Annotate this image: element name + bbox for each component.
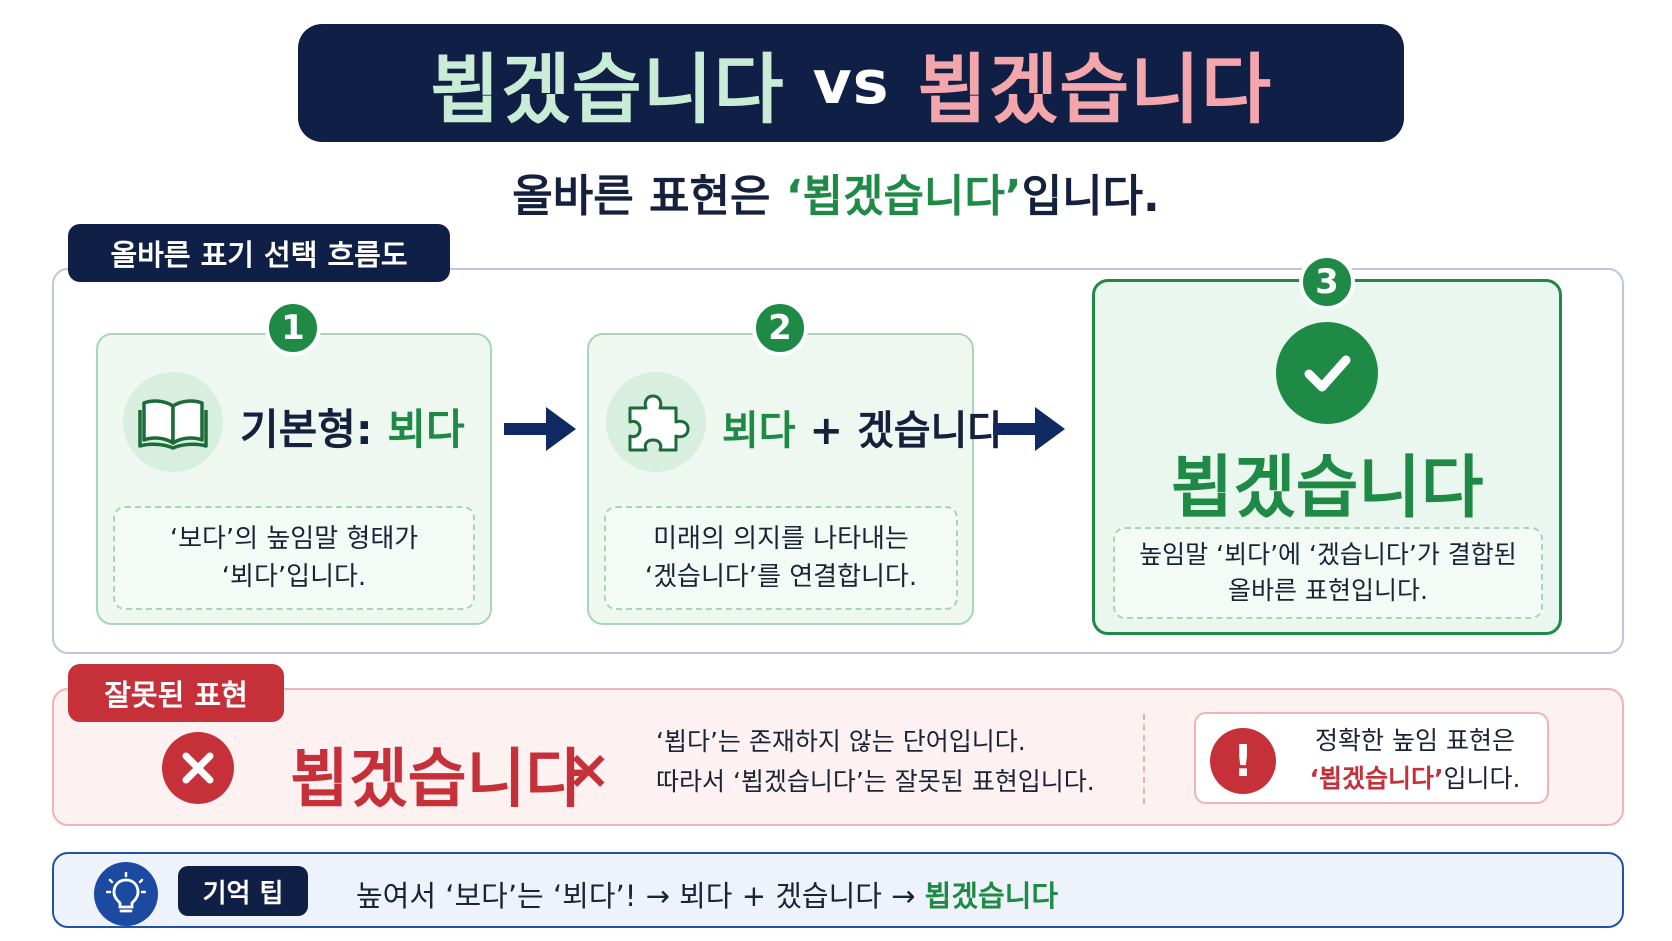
exclamation-icon: ! <box>1210 728 1276 794</box>
step-3-desc-line-1: 높임말 ‘뵈다’에 ‘겠습니다’가 결합된 <box>1139 540 1517 569</box>
step-number-3: 3 <box>1299 254 1355 310</box>
check-circle-icon <box>1276 322 1378 424</box>
subtitle-prefix: 올바른 표현은 <box>512 171 786 222</box>
title-left-word: 뵙겠습니다 <box>429 45 785 134</box>
wrong-description: ‘뵙다’는 존재하지 않는 단어입니다. 따라서 ‘뵙겠습니다’는 잘못된 표현… <box>656 722 1095 802</box>
divider <box>1143 714 1145 804</box>
step-3-desc-line-2: 올바른 표현입니다. <box>1228 576 1428 605</box>
wrong-section-label: 잘못된 표현 <box>68 664 284 722</box>
step-2-heading-highlight: 뵈다 <box>722 408 796 454</box>
subtitle-highlight: ‘뵙겠습니다’ <box>785 171 1022 222</box>
wrong-desc-line-2: 따라서 ‘뵙겠습니다’는 잘못된 표현입니다. <box>656 767 1095 796</box>
arrow-right-icon <box>504 407 576 451</box>
puzzle-icon <box>606 372 706 472</box>
correct-hint-suffix: 입니다. <box>1443 764 1521 793</box>
tip-text-highlight: 뵙겠습니다 <box>924 879 1059 913</box>
step-2-heading-suffix: + 겠습니다 <box>795 408 1005 454</box>
step-2-desc-line-2: ‘겠습니다’를 연결합니다. <box>644 562 918 592</box>
result-word: 뵙겠습니다 <box>1170 449 1484 528</box>
step-number-1: 1 <box>265 300 321 356</box>
title-vs: vs <box>812 48 890 118</box>
tip-label: 기억 팁 <box>178 866 308 916</box>
tip-text: 높여서 ‘보다’는 ‘뵈다’! → 뵈다 + 겠습니다 → 뵙겠습니다 <box>356 873 1058 915</box>
book-icon <box>123 372 223 472</box>
title-right-word: 뵙겠습니다 <box>917 45 1273 134</box>
wrong-word: 뵙겠습니다 <box>290 743 585 817</box>
step-number-2: 2 <box>752 300 808 356</box>
step-1-desc-line-1: ‘보다’의 높임말 형태가 <box>169 524 419 554</box>
correct-hint-text: 정확한 높임 표현은 ‘뵙겠습니다’입니다. <box>1290 722 1540 798</box>
wrong-desc-line-1: ‘뵙다’는 존재하지 않는 단어입니다. <box>656 727 1026 756</box>
lightbulb-icon <box>94 862 158 926</box>
wrong-mark: × <box>566 738 612 801</box>
step-1-heading-prefix: 기본형: <box>240 405 388 454</box>
tip-text-body: 높여서 ‘보다’는 ‘뵈다’! → 뵈다 + 겠습니다 → <box>356 879 925 913</box>
title-banner: 뵙겠습니다 vs 뵙겠습니다 <box>298 24 1404 142</box>
subtitle: 올바른 표현은 ‘뵙겠습니다’입니다. <box>0 160 1672 224</box>
step-1-desc-line-2: ‘뵈다’입니다. <box>221 562 367 592</box>
correct-hint-line-2: ‘뵙겠습니다’입니다. <box>1290 760 1540 798</box>
subtitle-suffix: 입니다. <box>1021 171 1160 222</box>
correct-hint-line-1: 정확한 높임 표현은 <box>1315 726 1515 755</box>
tip-bar <box>52 852 1624 928</box>
step-1-description: ‘보다’의 높임말 형태가 ‘뵈다’입니다. <box>113 506 475 610</box>
step-2-desc-line-1: 미래의 의지를 나타내는 <box>653 524 909 554</box>
step-3-description: 높임말 ‘뵈다’에 ‘겠습니다’가 결합된 올바른 표현입니다. <box>1113 527 1543 619</box>
step-1-heading-highlight: 뵈다 <box>387 405 465 454</box>
arrow-right-icon <box>993 407 1065 451</box>
flow-section-label: 올바른 표기 선택 흐름도 <box>68 224 450 282</box>
correct-hint-highlight: ‘뵙겠습니다’ <box>1309 764 1444 793</box>
step-2-heading: 뵈다 + 겠습니다 <box>722 398 1004 456</box>
step-1-heading: 기본형: 뵈다 <box>240 396 465 457</box>
step-2-description: 미래의 의지를 나타내는 ‘겠습니다’를 연결합니다. <box>604 506 958 610</box>
close-circle-icon <box>162 732 234 804</box>
